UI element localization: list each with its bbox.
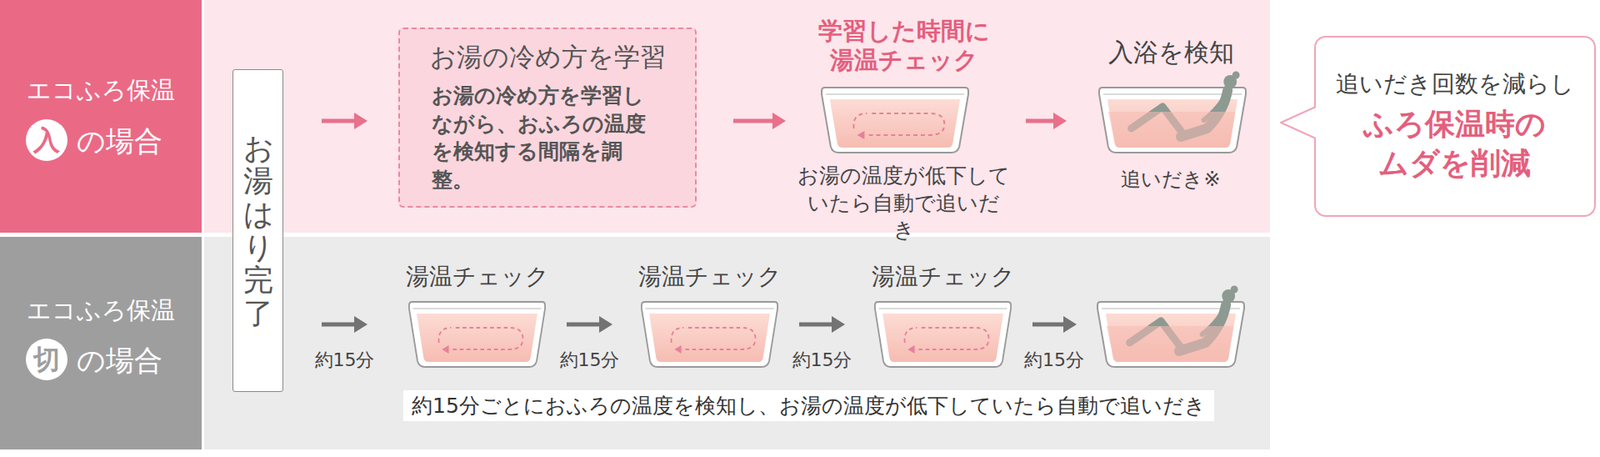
check-step: 湯温チェック	[857, 256, 1029, 374]
step-heading: 学習した時間に 湯温チェック	[814, 16, 994, 75]
band-suffix: の場合	[76, 125, 163, 157]
box-body: お湯の冷め方を学習しながら、おふろの温度を検知する間隔を調整。	[431, 81, 664, 195]
check-step: 湯温チェック	[391, 256, 563, 374]
flow-arrow	[321, 112, 368, 130]
band-title: エコふろ保温	[0, 295, 202, 325]
mode-band: エコふろ保温の場合切	[0, 236, 202, 450]
flow-arrow	[733, 112, 786, 130]
mode-symbol: 入	[33, 126, 60, 154]
start-box: お湯はり完了	[232, 69, 284, 392]
mode-circle: 切	[25, 338, 68, 380]
interval-label: 約15分	[303, 349, 387, 371]
arrow-head	[1063, 315, 1077, 333]
callout-tail	[1277, 100, 1320, 147]
bathtub-bather	[1099, 71, 1246, 154]
mode-band: エコふろ保温の場合入	[0, 0, 202, 233]
check-heading: 湯温チェック	[857, 261, 1029, 291]
note-box: 約15分ごとにおふろの温度を検知し、お湯の温度が低下していたら自動で追いだき	[403, 390, 1215, 421]
bathtub	[875, 301, 1011, 367]
flow-arrow	[1025, 112, 1067, 130]
step-heading: 入浴を検知	[1083, 36, 1259, 69]
bathtub	[821, 87, 969, 153]
band-title: エコふろ保温	[0, 75, 202, 105]
bathtub-bather	[1097, 285, 1245, 368]
bathtub	[641, 301, 778, 367]
flow-arrow	[321, 315, 368, 333]
step-caption: 追いだき※	[1083, 166, 1259, 192]
bath-step: 入浴を検知追いだき※	[1083, 30, 1259, 205]
callout-emphasis: ふろ保温時の ムダを削減	[1359, 105, 1551, 184]
check-step: 学習した時間に 湯温チェックお湯の温度が低下していたら自動で追いだき	[795, 15, 1012, 248]
mode-circle: 入	[25, 119, 68, 161]
bathtub	[409, 301, 545, 367]
interval-label: 約15分	[1012, 349, 1096, 371]
interval-label: 約15分	[548, 349, 632, 371]
box-heading: お湯の冷め方を学習	[430, 40, 666, 74]
check-step: 湯温チェック	[624, 256, 795, 374]
vertical-label: お湯はり完了	[243, 131, 274, 330]
interval-arrow	[1032, 322, 1064, 327]
band-suffix: の場合	[76, 345, 163, 376]
learning-box: お湯の冷め方を学習お湯の冷め方を学習しながら、おふろの温度を検知する間隔を調整。	[398, 27, 697, 208]
interval-label: 約15分	[780, 349, 865, 371]
check-heading: 湯温チェック	[624, 261, 795, 291]
callout-text: 追いだき回数を減らし	[1335, 69, 1575, 99]
flow-arrow	[566, 315, 613, 333]
flow-arrow	[799, 315, 845, 333]
note-text: 約15分ごとにおふろの温度を検知し、お湯の温度が低下していたら自動で追いだき	[411, 392, 1206, 419]
mode-symbol: 切	[33, 345, 60, 373]
step-caption: お湯の温度が低下していたら自動で追いだき	[797, 162, 1010, 245]
benefit-callout: 追いだき回数を減らしふろ保温時の ムダを削減	[1314, 35, 1596, 217]
check-heading: 湯温チェック	[391, 261, 563, 291]
